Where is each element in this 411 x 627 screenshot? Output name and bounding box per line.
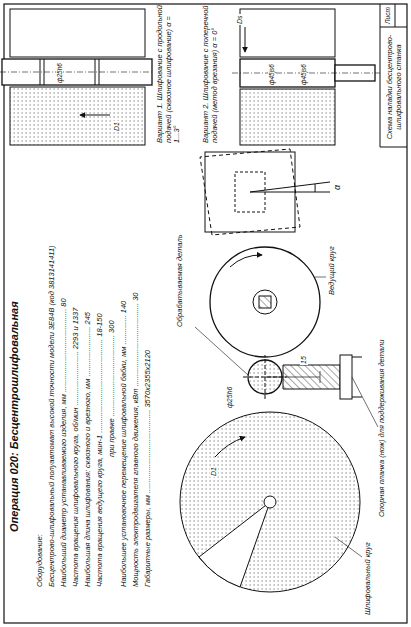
sheet-cell: Лист: [380, 4, 395, 27]
part-label: Ведущий круг: [328, 246, 337, 295]
rotation-label: Ds: [236, 14, 244, 25]
spec-line: Наибольшее установочное перемещение шлиф…: [120, 301, 129, 587]
spec-line: Наибольшая длина шлифования: сквозного и…: [84, 312, 93, 587]
spec-line: Габаритные размеры, мм .................…: [144, 350, 153, 587]
variant-1-sketch: [0, 9, 154, 145]
dimension-label: ф45js6: [300, 63, 307, 86]
operation-title: Операция 020: Бесцентрошлифовальная: [8, 152, 21, 532]
title-block-cell: Схема наладки бесцентрово-шлифовального …: [380, 27, 407, 147]
leading-wheel: [210, 247, 320, 357]
title-block: [380, 4, 407, 147]
spec-line: при правке .............................…: [108, 320, 117, 457]
part-label: Обрабатываемая деталь: [176, 234, 185, 327]
dimension-label: ф25h6: [226, 386, 234, 409]
dimension-label: 15: [300, 355, 308, 365]
support-blade: [283, 355, 378, 427]
stamp-text: Лист: [384, 7, 392, 24]
part-label: Шлифовальный круг: [364, 542, 373, 615]
part-label: Опорная планка (нож) для поддерживания д…: [378, 340, 387, 517]
rotation-label: D1: [113, 121, 121, 132]
spec-line: Мощность электродвигателя главного движе…: [132, 293, 141, 587]
rotation-label: D1: [210, 466, 218, 477]
variant-caption: Вариант 2. Шлифование с поперечной подач…: [202, 5, 219, 143]
grinding-wheel: [180, 412, 360, 592]
leader: [195, 327, 248, 375]
variant-caption: Вариант 1. Шлифование с продольной подач…: [156, 5, 182, 143]
stamp-text: Схема наладки бесцентрово-шлифовального …: [385, 29, 403, 145]
dimension-label: ф45js6: [268, 63, 275, 86]
sheet-frame: [4, 4, 407, 623]
variant-2-sketch: [232, 9, 380, 145]
spec-line: Наибольший диаметр устанавливаемого изде…: [60, 298, 69, 587]
dimension-label: ф25h6: [56, 62, 63, 84]
tilt-angle-view: [200, 149, 330, 235]
spec-line: Частота вращения шлифовального круга, об…: [72, 308, 81, 587]
spec-line: Частота вращения ведущего круга, мин-1 .…: [96, 313, 105, 587]
leader: [335, 537, 362, 557]
leader: [315, 277, 326, 278]
equipment-heading: Оборудование:: [36, 534, 45, 587]
machine-model: Бесцентрово-шлифовальный полуавтомат выс…: [48, 245, 57, 587]
angle-label: α: [332, 185, 342, 190]
